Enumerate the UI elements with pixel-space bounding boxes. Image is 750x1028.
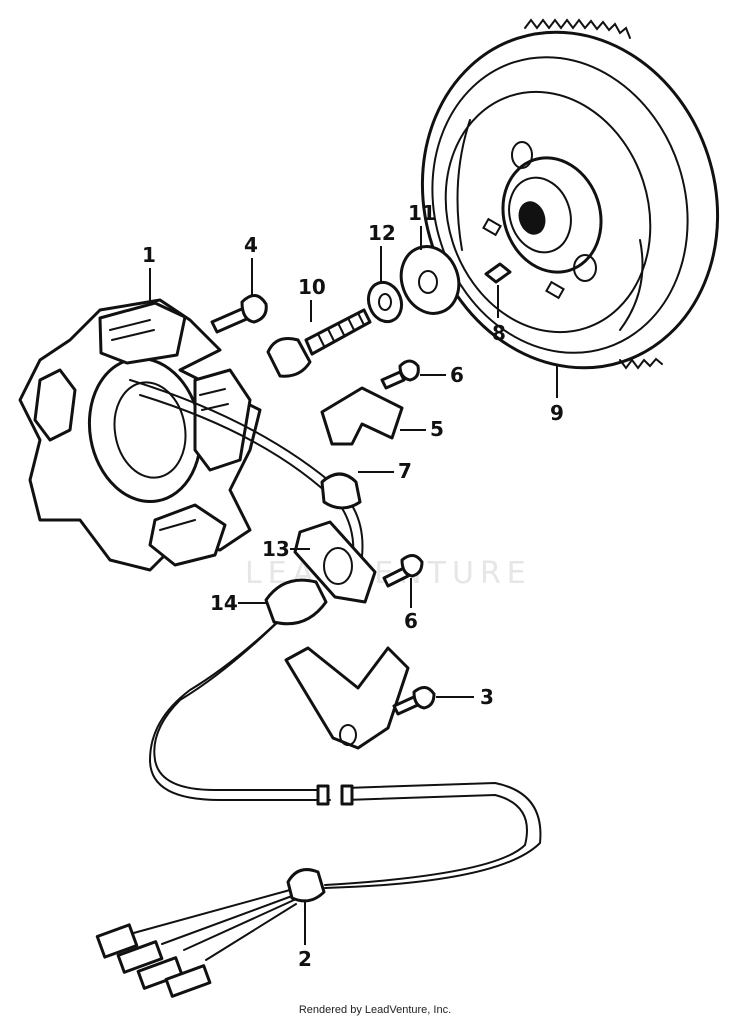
screw-4[interactable] (210, 294, 268, 334)
callout-4: 4 (244, 233, 258, 296)
callout-13: 13 (262, 537, 310, 561)
callout-6-upper: 6 (420, 363, 464, 387)
flywheel[interactable] (380, 0, 750, 406)
screw-3[interactable] (392, 686, 436, 716)
callout-6-lower: 6 (404, 578, 418, 633)
svg-text:9: 9 (550, 401, 564, 425)
grommet-plate[interactable] (293, 520, 377, 604)
callout-11: 11 (408, 201, 436, 250)
washer[interactable] (392, 238, 468, 321)
callout-2: 2 (298, 900, 312, 971)
svg-text:6: 6 (450, 363, 464, 387)
woodruff-key[interactable] (484, 262, 512, 284)
svg-text:1: 1 (142, 243, 156, 267)
callout-1: 1 (142, 243, 156, 305)
callout-14: 14 (210, 591, 268, 615)
cable-clamp[interactable] (320, 472, 362, 510)
svg-text:8: 8 (492, 321, 506, 345)
harness-cable (129, 379, 542, 889)
screw-6-upper[interactable] (380, 359, 420, 390)
svg-text:7: 7 (398, 459, 412, 483)
callout-7: 7 (358, 459, 412, 483)
callout-8: 8 (492, 285, 506, 345)
svg-text:5: 5 (430, 417, 444, 441)
svg-text:11: 11 (408, 201, 436, 225)
grommet[interactable] (264, 578, 328, 626)
svg-text:4: 4 (244, 233, 258, 257)
callout-5: 5 (400, 417, 444, 441)
pulser-coil[interactable] (284, 646, 410, 750)
callout-9: 9 (550, 365, 564, 425)
flywheel-bolt[interactable] (266, 308, 372, 378)
render-credit: Rendered by LeadVenture, Inc. (298, 1004, 452, 1016)
lock-washer[interactable] (363, 278, 407, 327)
screw-6-lower[interactable] (382, 554, 424, 588)
stator[interactable] (18, 298, 262, 572)
callout-12: 12 (368, 221, 396, 284)
connectors[interactable] (95, 868, 326, 998)
svg-text:13: 13 (262, 537, 290, 561)
callout-3: 3 (436, 685, 494, 709)
svg-text:6: 6 (404, 609, 418, 633)
callout-10: 10 (298, 275, 326, 322)
svg-text:10: 10 (298, 275, 326, 299)
svg-text:14: 14 (210, 591, 238, 615)
bracket[interactable] (320, 386, 404, 446)
svg-text:12: 12 (368, 221, 396, 245)
svg-text:2: 2 (298, 947, 312, 971)
svg-text:3: 3 (480, 685, 494, 709)
